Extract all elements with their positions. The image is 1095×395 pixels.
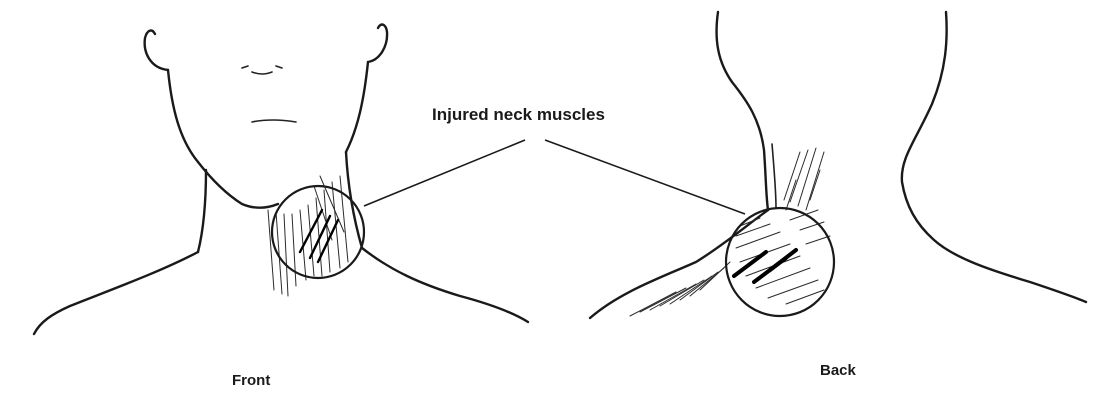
front-mouth bbox=[252, 120, 296, 122]
back-neck-left bbox=[717, 12, 768, 210]
back-muscle-hatching bbox=[630, 148, 830, 316]
front-view-label: Front bbox=[232, 372, 270, 389]
front-face-right bbox=[346, 62, 368, 152]
back-neck-right bbox=[902, 12, 1086, 302]
front-right-shoulder bbox=[362, 248, 528, 322]
front-right-ear bbox=[368, 25, 387, 62]
back-left-shoulder bbox=[590, 210, 768, 318]
back-view-label: Back bbox=[820, 362, 856, 379]
back-trapezius-line bbox=[772, 144, 776, 208]
front-injury-circle bbox=[272, 186, 364, 278]
front-left-shoulder bbox=[34, 252, 198, 334]
front-face-left bbox=[168, 70, 278, 208]
back-muscle-tears bbox=[734, 250, 796, 282]
front-left-ear bbox=[145, 31, 168, 70]
front-view-figure bbox=[34, 25, 528, 334]
back-view-figure bbox=[590, 12, 1086, 318]
front-neck-right bbox=[346, 152, 362, 248]
leader-line-back bbox=[545, 140, 745, 214]
injured-neck-muscles-label: Injured neck muscles bbox=[432, 105, 605, 125]
callout-leader-lines bbox=[364, 140, 745, 214]
leader-line-front bbox=[364, 140, 525, 206]
front-neck-left bbox=[198, 170, 206, 252]
front-nose bbox=[242, 66, 282, 74]
